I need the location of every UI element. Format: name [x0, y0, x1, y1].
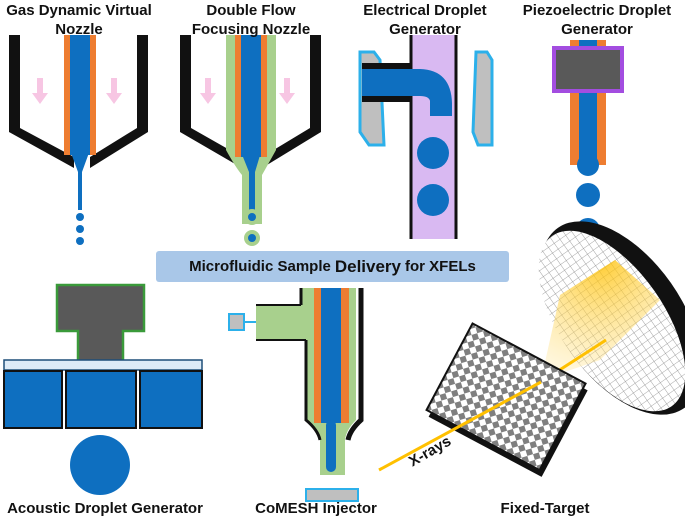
gdvn-jet — [70, 150, 90, 210]
dffn-label-line2: Focusing Nozzle — [191, 21, 311, 38]
fixed-target — [378, 221, 685, 477]
comesh-label: CoMESH Injector — [255, 500, 377, 517]
gdvn-gas-arrow-left — [32, 78, 48, 104]
acoustic-generator — [3, 283, 203, 495]
acoustic-well-3 — [139, 370, 203, 429]
dffn-gas-arrow-right — [279, 78, 295, 104]
gdvn-droplet — [76, 225, 84, 233]
gdvn-droplet — [76, 237, 84, 245]
gdvn-nozzle — [9, 35, 148, 245]
dffn-capillary-blue — [241, 35, 261, 157]
dffn-nozzle — [180, 35, 321, 246]
acoustic-droplet — [70, 435, 130, 495]
dffn-droplet-core — [248, 213, 256, 221]
gdvn-droplet — [76, 213, 84, 221]
electrical-label: Electrical Droplet Generator — [345, 1, 505, 39]
piezo-actuator — [552, 46, 624, 93]
electrical-generator — [358, 35, 494, 239]
gdvn-housing-right — [90, 35, 148, 168]
comesh-jet — [326, 420, 336, 472]
gdvn-label: Gas Dynamic Virtual Nozzle — [0, 1, 158, 39]
inlet-wall-top — [362, 63, 411, 69]
electrode-right — [471, 50, 494, 147]
title-banner: Microfluidic Sample Delivery for XFELs — [156, 251, 509, 282]
dffn-droplet-core — [248, 234, 256, 242]
title-suffix: for XFELs — [405, 258, 476, 275]
piezo-label: Piezoelectric Droplet Generator — [511, 1, 683, 39]
inlet-stream — [362, 69, 452, 116]
gdvn-housing-left — [9, 35, 74, 168]
comesh-capillary-blue — [321, 288, 341, 423]
gdvn-label-line1: Gas Dynamic Virtual — [6, 2, 152, 19]
dffn-housing-right — [262, 35, 321, 168]
comesh-collector — [305, 488, 359, 502]
inlet-wall-bottom — [362, 96, 411, 102]
dffn-label-line1: Double Flow — [206, 2, 296, 19]
piezo-droplet — [577, 154, 599, 176]
dffn-housing-left — [180, 35, 242, 168]
acoustic-well-2 — [65, 370, 137, 429]
electrical-droplet — [417, 137, 449, 169]
title-emphasis: Delivery — [334, 256, 402, 276]
gdvn-label-line2: Nozzle — [55, 21, 103, 38]
dffn-label: Double Flow Focusing Nozzle — [170, 1, 332, 39]
piezo-generator — [552, 40, 624, 242]
piezo-droplet — [576, 183, 600, 207]
electrical-label-line2: Generator — [389, 21, 461, 38]
comesh-injector — [228, 288, 364, 502]
comesh-housing-right — [345, 288, 364, 441]
sample-chip — [425, 322, 587, 472]
comesh-housing-left — [299, 288, 322, 441]
acoustic-plate — [3, 359, 203, 371]
acoustic-well-1 — [3, 370, 63, 429]
xray-beam — [378, 380, 542, 472]
piezo-label-line2: Generator — [561, 21, 633, 38]
gdvn-capillary-blue — [70, 35, 90, 155]
dffn-gas-arrow-left — [200, 78, 216, 104]
acoustic-transducer — [55, 283, 146, 363]
acoustic-label: Acoustic Droplet Generator — [7, 500, 203, 517]
electrical-droplet — [417, 184, 449, 216]
comesh-electrode — [228, 313, 245, 331]
diffraction-cone — [541, 260, 660, 380]
dffn-jet — [241, 152, 261, 222]
piezo-label-line1: Piezoelectric Droplet — [522, 2, 672, 19]
gdvn-gas-arrow-right — [106, 78, 122, 104]
fixed-target-label: Fixed-Target — [500, 500, 590, 517]
title-prefix: Microfluidic Sample — [189, 258, 331, 275]
electrical-label-line1: Electrical Droplet — [363, 2, 487, 19]
